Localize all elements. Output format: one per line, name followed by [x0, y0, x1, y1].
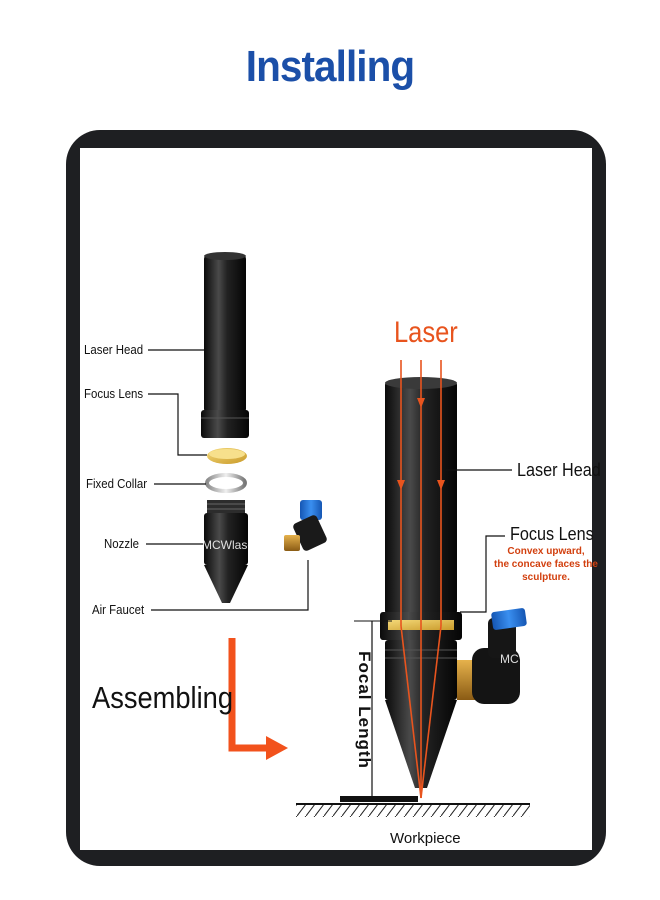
page-title: Installing — [245, 42, 415, 91]
laser-label: Laser — [394, 316, 458, 349]
assembling-arrow — [228, 638, 288, 760]
label-nozzle: Nozzle — [104, 536, 139, 551]
focus-note-line-3: sculpture. — [522, 572, 570, 583]
focal-length-marker — [354, 620, 392, 796]
label-laser-head: Laser Head — [84, 342, 144, 357]
label-fixed-collar: Fixed Collar — [86, 476, 148, 491]
focus-lens-note: Convex upward, the concave faces the scu… — [486, 545, 606, 584]
assembled-leader-lines — [446, 469, 512, 613]
watermark-assembled: MCWlaser — [500, 652, 556, 666]
exploded-nozzle — [204, 500, 248, 603]
watermark-exploded: MCWlaser — [202, 538, 258, 552]
diagram-panel — [80, 148, 592, 850]
exploded-focus-lens — [207, 448, 247, 464]
assembled-label-focus-lens: Focus Lens — [510, 524, 594, 544]
beam-arrowheads — [397, 398, 445, 490]
label-air-faucet: Air Faucet — [92, 602, 145, 617]
assembled-air-faucet — [457, 608, 527, 704]
workpiece-label: Workpiece — [390, 830, 461, 847]
exploded-fixed-collar — [205, 473, 247, 493]
focus-note-line-2: the concave faces the — [494, 559, 598, 570]
exploded-laser-head — [201, 252, 249, 438]
focal-length-label: Focal Length — [354, 651, 374, 769]
focus-note-line-1: Convex upward, — [507, 546, 585, 557]
label-focus-lens: Focus Lens — [84, 386, 144, 401]
exploded-air-faucet — [284, 500, 327, 551]
exploded-leader-lines — [146, 349, 309, 611]
workpiece — [296, 796, 530, 817]
assembling-label: Assembling — [92, 680, 234, 715]
assembled-label-laser-head: Laser Head — [517, 460, 601, 480]
